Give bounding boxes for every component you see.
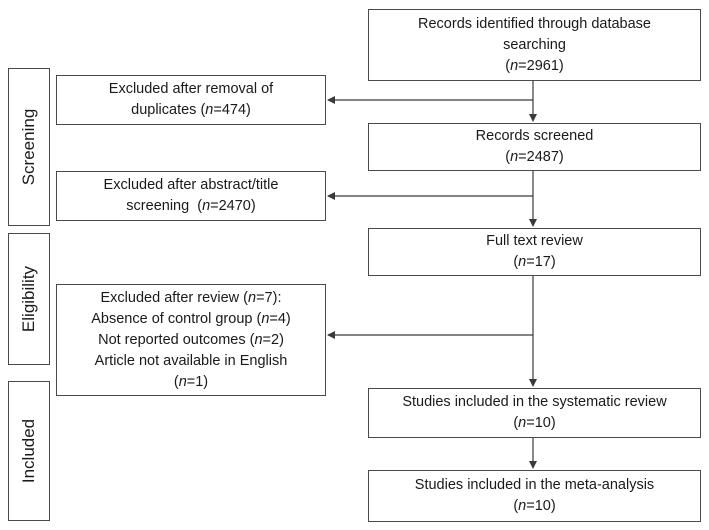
duplicates-excluded-box: Excluded after removal of duplicates (n=…: [56, 75, 326, 125]
abstract-excluded-line1: Excluded after abstract/title: [103, 177, 279, 193]
meta-analysis-box: Studies included in the meta-analysis (n…: [368, 470, 701, 522]
records-identified-line1: Records identified through database: [418, 15, 651, 32]
review-excluded-line2: Absence of control group (n=4): [91, 310, 291, 327]
meta-analysis-line1: Studies included in the meta-analysis: [414, 477, 655, 493]
abstract-excluded-box: Excluded after abstract/title screening …: [56, 171, 326, 221]
full-text-review-count: (n=17): [513, 254, 556, 270]
records-screened-box: Records screened (n=2487): [368, 123, 701, 171]
full-text-review-box: Full text review (n=17): [368, 228, 701, 276]
records-screened-count: (n=2487): [505, 149, 564, 165]
systematic-review-box: Studies included in the systematic revie…: [368, 388, 701, 438]
records-screened-line1: Records screened: [475, 128, 594, 144]
meta-analysis-count: (n=10): [513, 498, 556, 514]
review-excluded-line4: Article not available in English: [94, 352, 288, 369]
phase-eligibility: Eligibility: [8, 233, 50, 365]
duplicates-excluded-line1: Excluded after removal of: [108, 81, 274, 97]
systematic-review-count: (n=10): [513, 415, 556, 431]
records-identified-count: (n=2961): [505, 57, 564, 74]
review-excluded-line3: Not reported outcomes (n=2): [98, 331, 284, 348]
review-excluded-line5: (n=1): [173, 373, 209, 390]
duplicates-excluded-line2: duplicates (n=474): [131, 102, 251, 118]
records-identified-line2: searching: [503, 36, 566, 53]
systematic-review-line1: Studies included in the systematic revie…: [402, 394, 667, 410]
review-excluded-line1: Excluded after review (n=7):: [100, 289, 282, 306]
phase-screening: Screening: [8, 68, 50, 226]
abstract-excluded-line2: screening (n=2470): [126, 198, 256, 214]
full-text-review-line1: Full text review: [486, 233, 583, 249]
review-excluded-box: Excluded after review (n=7): Absence of …: [56, 284, 326, 396]
phase-included: Included: [8, 381, 50, 521]
records-identified-box: Records identified through database sear…: [368, 9, 701, 81]
